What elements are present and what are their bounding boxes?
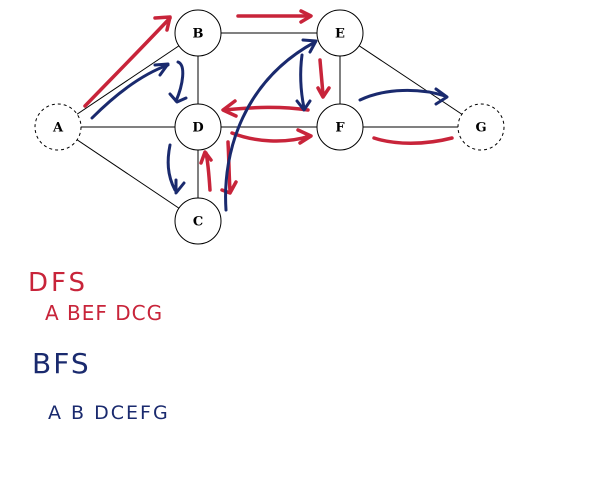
bfs-arrow-b-d [174,60,185,103]
node-e: E [316,9,364,57]
dfs-arrow-f-d-head [221,99,238,118]
node-c-label: C [193,215,203,230]
bfs-arrow-c-e [224,40,317,212]
dfs-title: DFS [28,268,88,298]
node-c: C [174,197,222,245]
dfs-arrow-d-f [230,131,312,143]
node-f: F [316,103,364,151]
dfs-arrow-a-b [83,16,172,108]
bfs-order: A B DCEFG [48,402,170,424]
dfs-order: A BEF DCG [45,301,163,325]
bfs-arrows [90,38,449,212]
node-g: G [457,103,505,151]
edges [57,32,482,222]
bfs-annotation: BFS A B DCEFG [32,347,170,424]
bfs-arrow-a-b-head [153,62,170,77]
dfs-annotation: DFS A BEF DCG [28,268,163,325]
edge-a-b [57,32,199,128]
dfs-arrow-d-f-head [296,128,313,145]
node-b-label: B [193,27,204,42]
bfs-arrow-e-f [299,53,306,110]
edge-e-g [339,32,482,128]
node-a-label: A [52,121,64,136]
bfs-title: BFS [32,347,91,380]
bfs-arrow-e-f-head [295,99,312,112]
dfs-arrow-b-e-head [299,9,313,24]
node-b: B [174,9,222,57]
bfs-arrow-b-d-head [168,92,188,104]
dfs-arrow-a-b-head [153,15,172,32]
dfs-arrow-f-g [372,136,454,145]
bfs-arrow-d-c [166,143,177,192]
dfs-arrow-e-f [318,58,325,97]
node-d: D [174,103,222,151]
dfs-arrow-f-d [222,105,310,112]
node-d-label: D [192,121,203,136]
bfs-arrow-c-e-head [301,38,318,54]
dfs-arrows [83,9,454,195]
dfs-arrow-e-f-head [316,86,331,99]
bfs-arrow-f-g [358,88,447,102]
node-f-label: F [335,121,345,136]
node-e-label: E [335,27,345,42]
bfs-arrow-d-c-head [174,178,186,195]
node-g-label: G [475,121,486,136]
dfs-arrow-c-d-head [199,150,213,165]
bfs-arrow-f-g-head [434,87,449,106]
bfs-arrow-a-b [90,63,170,120]
edge-a-c [57,126,199,222]
node-a: A [34,103,82,151]
